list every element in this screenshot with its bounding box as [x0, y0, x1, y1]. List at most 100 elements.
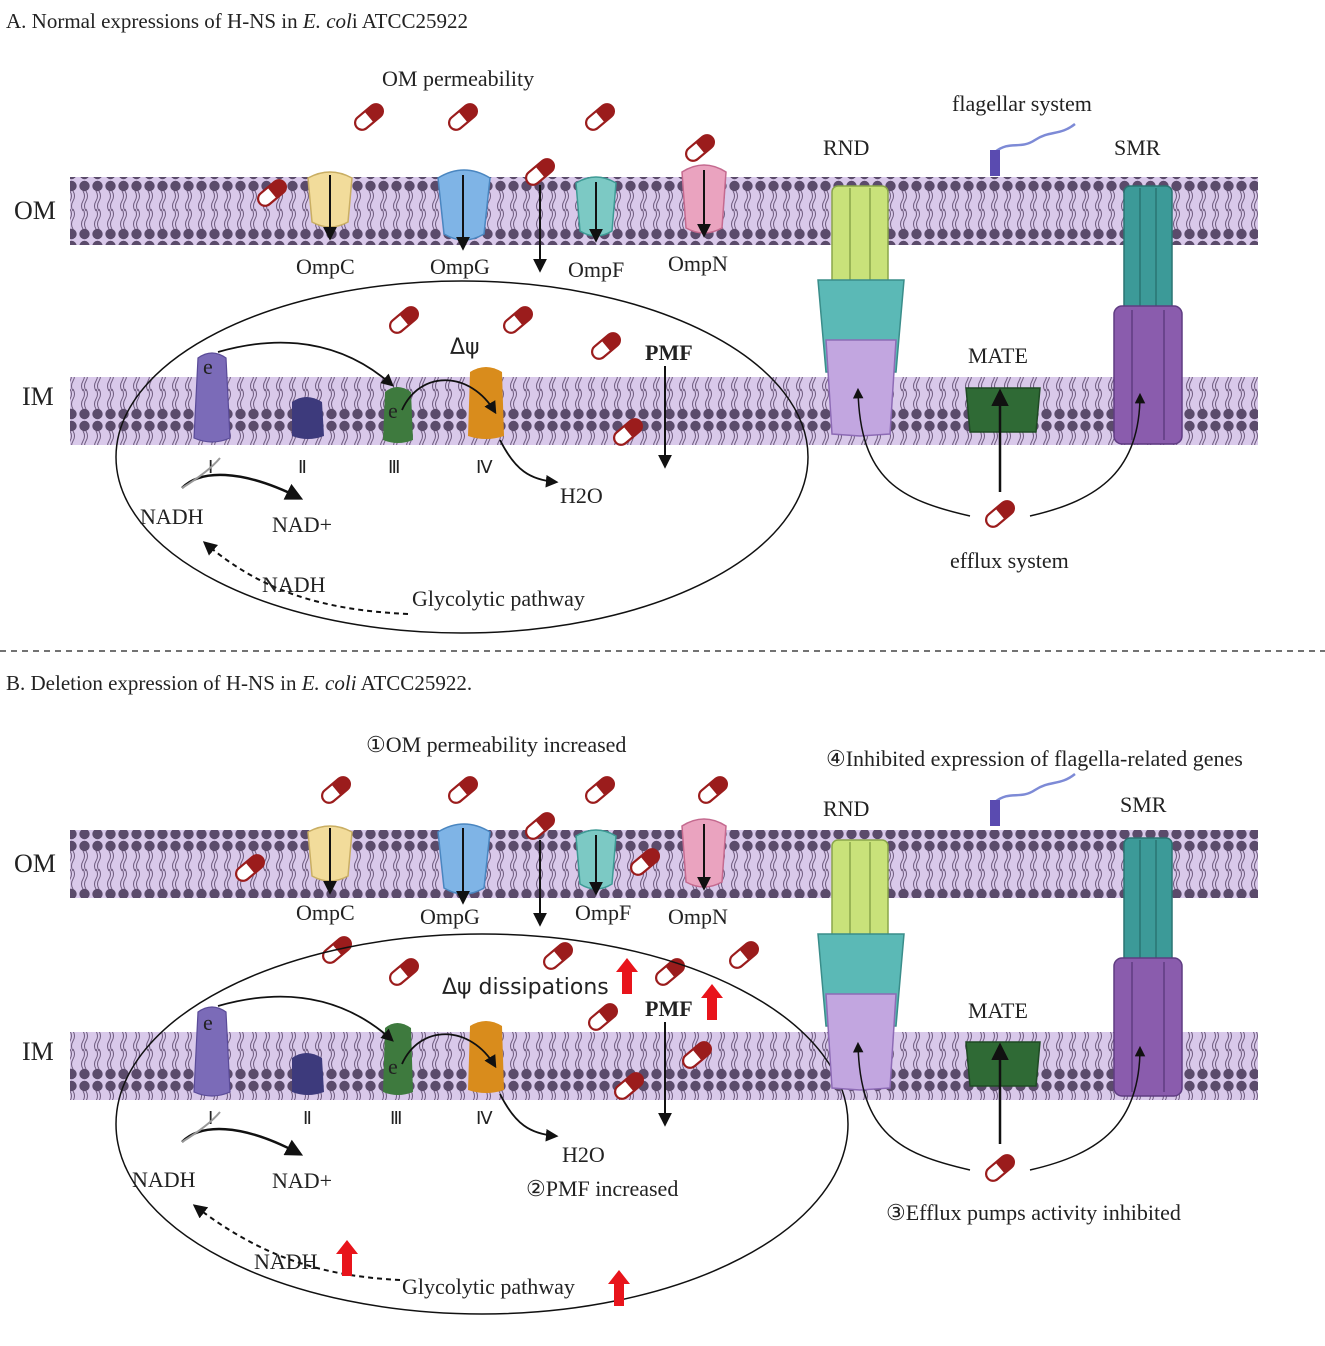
drug-capsule: [585, 1000, 621, 1034]
drug-capsule: [445, 773, 481, 807]
complex-i-b: [193, 1006, 231, 1097]
electron-transfer-arrow-b: [217, 995, 394, 1042]
complex-label-iv-b: Ⅳ: [476, 1108, 493, 1129]
smr-pump-b: [1113, 837, 1183, 1097]
complex-label-i-b: Ⅰ: [208, 1108, 213, 1129]
delta-psi-label-a: Δψ: [450, 335, 480, 360]
pmf-increased-label-b: ②PMF increased: [526, 1176, 678, 1201]
electron-label-a: e: [203, 354, 213, 379]
rnd-efflux-arrow-b: [852, 1041, 971, 1171]
porin-label-ompn-b: OmpN: [668, 904, 728, 929]
water-label-a: H2O: [560, 483, 603, 508]
om-label-a: OM: [14, 196, 56, 225]
complex-i-a: [193, 352, 231, 443]
drug-capsule: [540, 939, 576, 973]
flagellar-motor-a: [990, 150, 1000, 176]
porin-label-ompf-b: OmpF: [575, 900, 631, 925]
om-permeability-label-b: ①OM permeability increased: [366, 732, 626, 757]
nadh-label-a: NADH: [140, 504, 204, 529]
red-up-arrow: [616, 958, 638, 994]
smr-efflux-arrow-b: [1029, 1045, 1146, 1171]
electron-transfer-arrow-b2: [401, 1033, 497, 1069]
ompg-porin-a: [437, 169, 491, 251]
mate-label-b: MATE: [968, 998, 1028, 1023]
complex-iv-b: [468, 1021, 504, 1093]
nad-plus-label-a: NAD+: [272, 512, 332, 537]
nadh-label-b: NADH: [132, 1167, 196, 1192]
smr-pump-a: [1113, 185, 1183, 445]
panel-b: B. Deletion expression of H-NS in E. col…: [6, 671, 1258, 1315]
efflux-label-b: ③Efflux pumps activity inhibited: [886, 1200, 1181, 1225]
porin-label-ompg-b: OmpG: [420, 904, 480, 929]
smr-label-a: SMR: [1114, 135, 1161, 160]
nadh-oxidation-arrow-a: [181, 473, 304, 500]
drug-capsule: [726, 938, 762, 972]
complex-ii-a: [292, 397, 324, 439]
nadh-link-b: [181, 1111, 221, 1143]
panel-b-title: B. Deletion expression of H-NS in E. col…: [6, 671, 472, 695]
complex-label-iv-a: Ⅳ: [476, 457, 493, 478]
porin-label-ompf-a: OmpF: [568, 257, 624, 282]
complex-label-iii-b: Ⅲ: [390, 1108, 402, 1129]
water-arrow-a: [499, 439, 559, 488]
rnd-pump-a: [817, 185, 905, 437]
porin-label-ompc-a: OmpC: [296, 254, 355, 279]
nadh-bottom-label-a: NADH: [262, 572, 326, 597]
ompc-porin-a: [307, 171, 353, 241]
drug-capsule: [695, 773, 731, 807]
complex-ii-b: [292, 1053, 324, 1095]
ompc-porin-b: [307, 825, 353, 895]
mate-label-a: MATE: [968, 343, 1028, 368]
rnd-efflux-arrow-a: [852, 387, 971, 517]
mate-pump-a: [965, 387, 1041, 433]
nadh-link-a: [181, 457, 221, 489]
pmf-label-a: PMF: [645, 340, 693, 365]
ompg-porin-b: [437, 823, 491, 905]
om-label-b: OM: [14, 849, 56, 878]
outer-membrane-lipids-b: [70, 830, 1258, 898]
mate-pump-b: [965, 1041, 1041, 1087]
complex-label-ii-b: Ⅱ: [303, 1108, 312, 1129]
drug-capsule: [351, 100, 387, 134]
outer-membrane-lipids-a: [70, 177, 1258, 245]
drug-capsule: [588, 329, 624, 363]
rnd-pump-b: [817, 839, 905, 1091]
glycolysis-arrow-b: [192, 1204, 401, 1281]
drug-capsule: [982, 1151, 1018, 1185]
efflux-label-a: efflux system: [950, 548, 1069, 573]
drug-capsule: [682, 131, 718, 165]
cell-boundary-b: [115, 933, 849, 1315]
complex-label-ii-a: Ⅱ: [298, 457, 307, 478]
glycolytic-label-a: Glycolytic pathway: [412, 586, 585, 611]
water-arrow-b: [499, 1093, 559, 1142]
nadh-bottom-label-b: NADH: [254, 1249, 318, 1274]
drug-capsule: [445, 100, 481, 134]
ompn-porin-a: [681, 164, 727, 238]
electron-transfer-arrow-a: [217, 341, 394, 387]
nad-plus-label-b: NAD+: [272, 1168, 332, 1193]
porin-label-ompn-a: OmpN: [668, 251, 728, 276]
cell-boundary-a: [115, 280, 809, 634]
nadh-oxidation-arrow-b: [181, 1127, 304, 1156]
complex-label-iii-a: Ⅲ: [388, 457, 400, 478]
drug-capsule: [582, 100, 618, 134]
red-up-arrow: [701, 984, 723, 1020]
panel-a-title: A. Normal expressions of H-NS in E. coli…: [6, 9, 468, 33]
porin-label-ompg-a: OmpG: [430, 254, 490, 279]
electron-label-a2: e: [388, 398, 398, 423]
drug-capsule: [386, 303, 422, 337]
ompf-porin-a: [575, 176, 617, 243]
ompn-porin-b: [681, 818, 727, 891]
drug-capsule: [582, 773, 618, 807]
water-label-b: H2O: [562, 1142, 605, 1167]
flagellar-motor-b: [990, 800, 1000, 826]
smr-efflux-arrow-a: [1029, 392, 1146, 517]
red-up-arrow: [608, 1270, 630, 1306]
rnd-label-b: RND: [823, 796, 869, 821]
complex-iv-a: [468, 367, 504, 439]
electron-transfer-arrow-a2: [401, 379, 497, 415]
flagellar-label-b: ④Inhibited expression of flagella-relate…: [826, 746, 1243, 771]
delta-psi-label-b: Δψ dissipations: [442, 975, 609, 1000]
electron-label-b2: e: [388, 1054, 398, 1079]
complex-iii-a: [383, 387, 413, 443]
